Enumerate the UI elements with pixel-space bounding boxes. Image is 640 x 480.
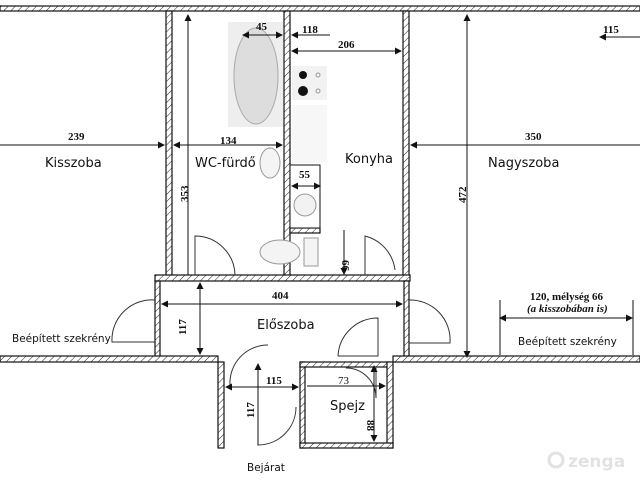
dim-nagyszoba-height: 472: [457, 186, 469, 203]
bathtub-basin: [233, 27, 279, 125]
dim-kitchen-door: 66: [339, 260, 351, 272]
toilet-icon: [259, 239, 301, 265]
zenga-logo: zenga: [547, 451, 625, 472]
room-konyha: Konyha: [345, 152, 393, 167]
closet-left-label: Beépített szekrény: [12, 333, 111, 345]
dim-entrance-width: 115: [266, 375, 282, 387]
dim-spejz-height: 88: [364, 420, 376, 432]
doors: [111, 235, 451, 446]
dim-sink-width: 55: [299, 169, 311, 181]
dim-kisszoba-width: 239: [68, 131, 85, 143]
dim-top-right: 115: [603, 24, 619, 36]
dimension-lines: [0, 14, 640, 445]
closet-right-dimension: 120, mélység 66: [530, 291, 604, 303]
dim-wc-width: 134: [220, 135, 237, 147]
closet-right-label: Beépített szekrény: [518, 336, 617, 348]
dim-nagyszoba-width: 350: [525, 131, 542, 143]
sink-icon: [293, 193, 317, 217]
room-kisszoba: Kisszoba: [45, 156, 102, 171]
dim-kitchen-counter: 118: [302, 24, 318, 36]
dim-entrance-height: 117: [245, 402, 257, 418]
dim-kitchen-width: 206: [338, 39, 355, 51]
walls: [0, 5, 640, 449]
closet-right-note: (a kisszobában is): [527, 303, 608, 315]
dim-spejz-width: 73: [338, 375, 350, 387]
watermark-text: zenga: [568, 452, 625, 472]
dim-eloszoba-height: 117: [177, 319, 189, 335]
kitchen-counter: [292, 105, 327, 163]
dim-bath-width: 45: [256, 21, 268, 33]
stove-icon: [292, 66, 327, 100]
dim-wc-height: 353: [179, 185, 191, 202]
room-wc-furdo: WC-fürdő: [195, 156, 256, 171]
room-nagyszoba: Nagyszoba: [488, 156, 559, 171]
room-spejz: Spejz: [330, 399, 365, 414]
dim-eloszoba-width: 404: [272, 290, 289, 302]
washbasin-icon: [259, 147, 281, 179]
entrance-label: Bejárat: [247, 462, 285, 474]
room-eloszoba: Előszoba: [257, 318, 315, 333]
